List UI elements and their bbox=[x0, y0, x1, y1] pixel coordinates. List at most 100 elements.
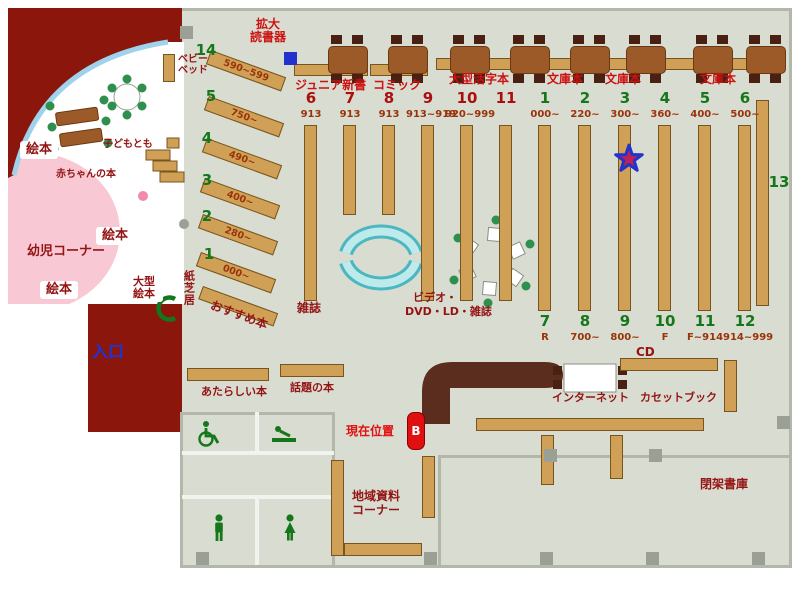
toilet-partition-walls bbox=[182, 412, 334, 565]
stack-bookshelf bbox=[578, 125, 591, 311]
chair bbox=[650, 74, 661, 83]
bookshelf bbox=[610, 435, 623, 479]
stack-number: 5 bbox=[699, 89, 711, 107]
chair bbox=[391, 35, 402, 44]
kids-books-label: 子どもとも bbox=[103, 139, 153, 150]
kids-table-set bbox=[107, 74, 147, 120]
baby-bed-label-line1: ベビー bbox=[178, 54, 208, 65]
stack-range: 913 bbox=[300, 109, 322, 120]
magazine-display bbox=[339, 224, 423, 291]
reading-table bbox=[450, 46, 490, 74]
stack-range: 913~919 bbox=[406, 109, 457, 120]
bookshelf bbox=[187, 368, 269, 381]
reading-table bbox=[388, 46, 428, 74]
bookshelf bbox=[620, 358, 718, 371]
stack-number: 7 bbox=[344, 89, 356, 107]
stack-bookshelf bbox=[382, 125, 395, 215]
pillar bbox=[752, 552, 765, 565]
section-label: コミック bbox=[373, 78, 422, 92]
internet-label: インターネット bbox=[552, 391, 629, 404]
chair bbox=[534, 35, 545, 44]
chair bbox=[352, 74, 363, 83]
pillar bbox=[540, 552, 553, 565]
stack-range: 914~999 bbox=[723, 332, 774, 343]
chair bbox=[412, 74, 423, 83]
chair bbox=[717, 74, 728, 83]
baby-changing-icon bbox=[272, 426, 296, 442]
chair bbox=[770, 35, 781, 44]
stack-bookshelf bbox=[538, 125, 551, 311]
section-label: 文庫本 bbox=[547, 72, 584, 86]
magnifier-device-icon bbox=[284, 52, 297, 65]
stack-number: 4 bbox=[201, 129, 213, 147]
stack-range: 220~ bbox=[570, 109, 600, 120]
mens-toilet-icon bbox=[215, 514, 223, 541]
stack-range: R bbox=[541, 332, 549, 343]
chair bbox=[453, 74, 464, 83]
pillar bbox=[196, 552, 209, 565]
kamishibai-rack-icon bbox=[156, 295, 177, 322]
chair bbox=[749, 35, 760, 44]
stack-number: 11 bbox=[694, 312, 716, 330]
baby-bed-label-line2: ベッド bbox=[178, 65, 208, 76]
entrance-wall bbox=[88, 304, 182, 432]
stack-bookshelf bbox=[658, 125, 671, 311]
bookshelf bbox=[422, 456, 435, 518]
pillar bbox=[649, 449, 662, 462]
stack-bookshelf bbox=[421, 125, 434, 301]
stack-range: 700~ bbox=[570, 332, 600, 343]
section-label: 文庫本 bbox=[700, 72, 737, 86]
stack-range: 300~ bbox=[610, 109, 640, 120]
womens-toilet-icon bbox=[284, 514, 296, 541]
oogata-ehon-line1: 大型 bbox=[133, 275, 155, 288]
chair bbox=[749, 74, 760, 83]
magnifier-label-line1: 拡大 bbox=[256, 17, 281, 31]
chair bbox=[594, 74, 605, 83]
chair bbox=[696, 74, 707, 83]
bookshelf bbox=[331, 460, 344, 556]
section-label: 文庫本 bbox=[605, 72, 642, 86]
bookshelf bbox=[344, 543, 422, 556]
video-label-line1: ビデオ・ bbox=[413, 291, 457, 304]
stack-number: 4 bbox=[659, 89, 671, 107]
stack-range: 400~ bbox=[690, 109, 720, 120]
chair bbox=[770, 74, 781, 83]
stack-number: 1 bbox=[539, 89, 551, 107]
pillar bbox=[777, 416, 790, 429]
new-books-label: あたらしい本 bbox=[201, 385, 267, 398]
chair bbox=[696, 35, 707, 44]
stack-number: 3 bbox=[201, 171, 213, 189]
ehon-label: 絵本 bbox=[96, 227, 134, 245]
cassette-book-label: カセットブック bbox=[640, 391, 717, 404]
stack-bookshelf bbox=[460, 125, 473, 301]
chair bbox=[412, 35, 423, 44]
chair bbox=[573, 74, 584, 83]
magnifier-label-line2: 読書器 bbox=[250, 30, 287, 44]
service-counter bbox=[422, 362, 563, 424]
closed-stacks-label: 閉架書庫 bbox=[700, 477, 749, 491]
toddler-corner-label: 幼児コーナー bbox=[27, 244, 106, 259]
baby-books-label: 赤ちゃんの本 bbox=[56, 169, 116, 180]
bookshelf bbox=[724, 360, 737, 412]
magazine-label: 雑誌 bbox=[297, 301, 322, 315]
kids-desks bbox=[45, 95, 113, 154]
reading-table bbox=[626, 46, 666, 74]
stack-range: 920~999 bbox=[445, 109, 496, 120]
kamishibai-label: 紙芝居 bbox=[182, 270, 196, 306]
stack-number: 10 bbox=[654, 312, 676, 330]
current-location-label: 現在位置 bbox=[346, 424, 395, 438]
stack-range: F~914 bbox=[686, 332, 724, 343]
section-label: 大型活字本 bbox=[449, 72, 510, 86]
chair bbox=[717, 35, 728, 44]
topical-books-label: 話題の本 bbox=[290, 381, 334, 394]
reading-table bbox=[570, 46, 610, 74]
bookshelf bbox=[476, 418, 704, 431]
stack-number: 6 bbox=[739, 89, 751, 107]
toddler-corner-area bbox=[8, 152, 120, 304]
ehon-label: 絵本 bbox=[20, 141, 58, 159]
cd-label: CD bbox=[636, 345, 655, 359]
chair bbox=[453, 35, 464, 44]
stool-pink bbox=[138, 191, 148, 201]
stack-number: 8 bbox=[383, 89, 395, 107]
stack-number: 3 bbox=[619, 89, 631, 107]
